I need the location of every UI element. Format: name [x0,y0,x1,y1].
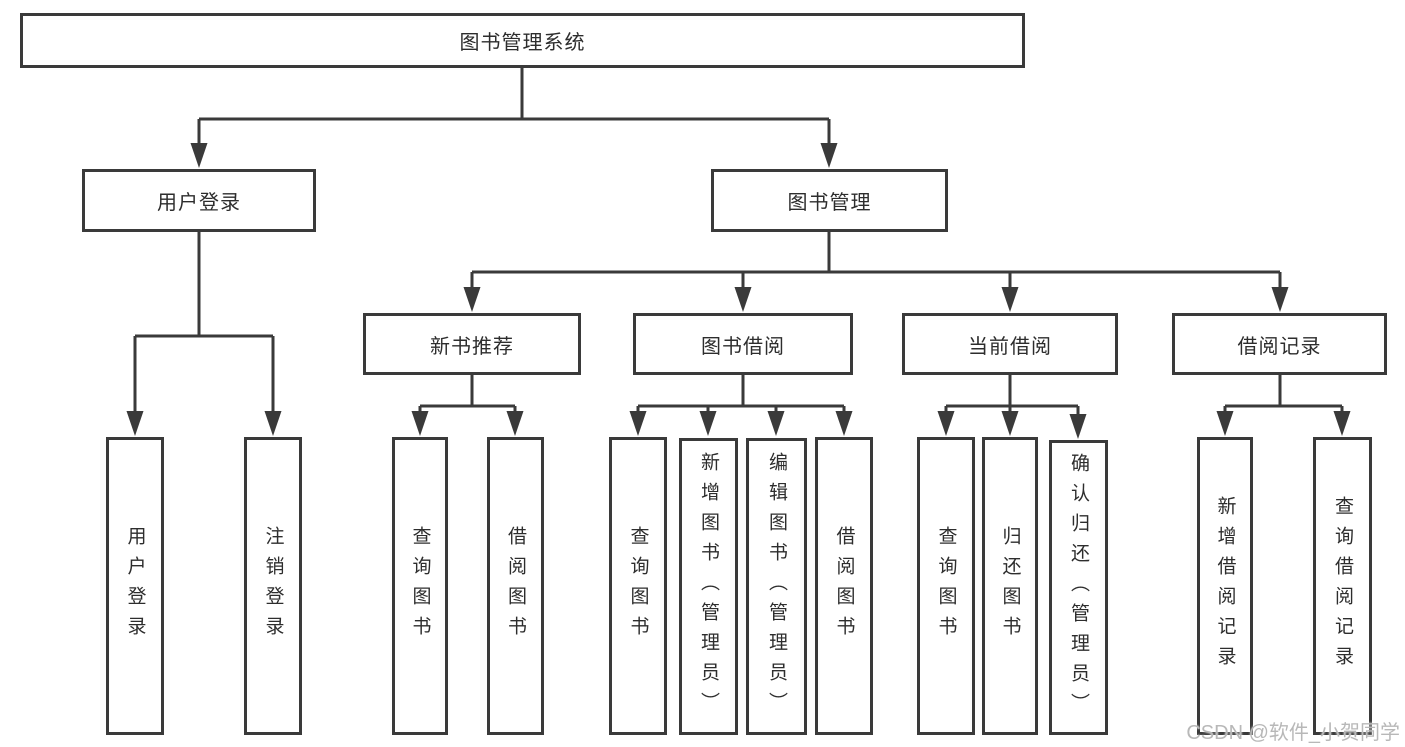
node-root: 图书管理系统 [20,13,1025,68]
leaf-confirm-return-admin-label: 确认归还（管理员） [1068,452,1089,723]
connector-book-borrow [629,375,853,436]
leaf-query-books-borrow: 查询图书 [609,437,667,735]
leaf-query-borrow-record-label: 查询借阅记录 [1332,496,1353,676]
leaf-borrow-books-label: 借阅图书 [833,526,855,646]
leaf-query-books-recommend: 查询图书 [392,437,448,735]
connector-root [190,68,838,168]
leaf-query-books-current-label: 查询图书 [935,526,957,646]
leaf-confirm-return-admin: 确认归还（管理员） [1049,440,1108,735]
node-book-management: 图书管理 [711,169,948,232]
leaf-edit-books-admin: 编辑图书（管理员） [746,438,807,735]
node-book-borrow-label: 图书借阅 [701,335,785,358]
connector-user-login [126,232,282,436]
leaf-borrow-books-recommend-label: 借阅图书 [505,526,526,646]
node-root-label: 图书管理系统 [459,32,586,54]
node-new-book-recommend-label: 新书推荐 [430,335,514,358]
leaf-user-login-label: 用户登录 [124,526,146,646]
leaf-return-books: 归还图书 [982,437,1038,735]
node-current-borrow: 当前借阅 [902,313,1118,375]
connector-current-borrow [937,375,1087,439]
leaf-user-login: 用户登录 [106,437,164,735]
node-user-login: 用户登录 [82,169,316,232]
leaf-add-books-admin: 新增图书（管理员） [679,438,738,735]
leaf-edit-books-admin-label: 编辑图书（管理员） [766,451,787,722]
node-user-login-label: 用户登录 [157,192,241,214]
watermark-text: CSDN @软件_小贺同学 [1186,722,1400,744]
node-book-management-label: 图书管理 [787,192,872,214]
node-borrow-records-label: 借阅记录 [1237,335,1322,358]
leaf-query-books-borrow-label: 查询图书 [627,526,649,646]
leaf-logout-login-label: 注销登录 [262,526,284,646]
connector-book-management [463,232,1289,312]
leaf-query-borrow-record: 查询借阅记录 [1313,437,1372,735]
leaf-return-books-label: 归还图书 [999,526,1021,646]
node-new-book-recommend: 新书推荐 [363,313,581,375]
node-current-borrow-label: 当前借阅 [968,335,1052,358]
leaf-add-borrow-record-label: 新增借阅记录 [1214,496,1236,676]
leaf-logout-login: 注销登录 [244,437,302,735]
node-book-borrow: 图书借阅 [633,313,853,375]
leaf-add-books-admin-label: 新增图书（管理员） [698,451,719,722]
connector-new-book-recommend [411,375,524,436]
connector-borrow-records [1216,375,1351,436]
leaf-query-books-recommend-label: 查询图书 [409,526,431,646]
leaf-add-borrow-record: 新增借阅记录 [1197,437,1253,735]
leaf-borrow-books: 借阅图书 [815,437,873,735]
leaf-query-books-current: 查询图书 [917,437,975,735]
node-borrow-records: 借阅记录 [1172,313,1387,375]
leaf-borrow-books-recommend: 借阅图书 [487,437,544,735]
